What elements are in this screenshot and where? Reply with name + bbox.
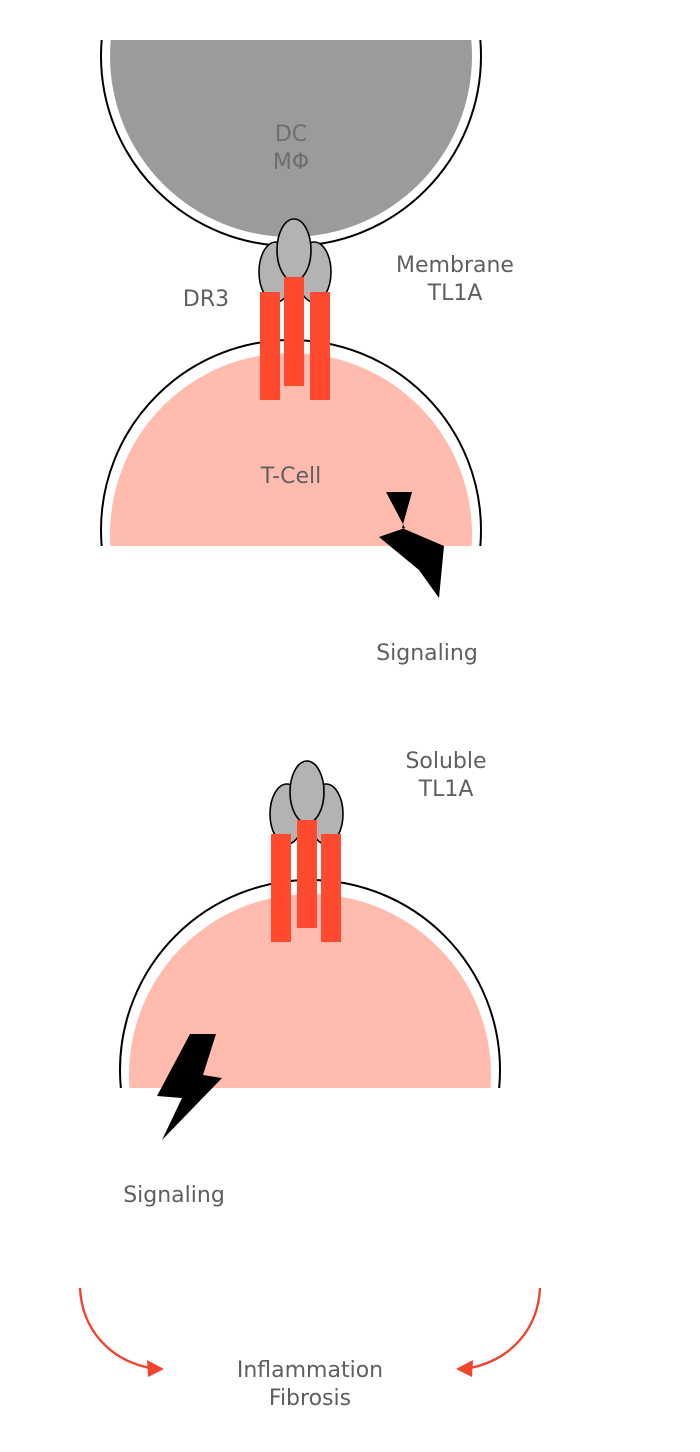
soluble-tl1a-label-line1: Soluble bbox=[405, 749, 486, 774]
dr3-chain-right bbox=[310, 292, 330, 400]
soluble-tl1a-trimer bbox=[269, 760, 344, 845]
soluble-tl1a-subunit-center bbox=[289, 760, 325, 824]
curved-arrow-icon bbox=[469, 1287, 542, 1370]
dr3-receptor-group-1 bbox=[260, 277, 330, 400]
dr3-receptor-group-2 bbox=[271, 820, 341, 942]
dc-label-line1: DC bbox=[275, 122, 307, 147]
membrane-tl1a-label-line2: TL1A bbox=[427, 281, 483, 306]
t-cell-2-body bbox=[129, 894, 491, 1088]
outcome-label-line2: Fibrosis bbox=[269, 1386, 351, 1411]
soluble-tl1a-label-line2: TL1A bbox=[418, 777, 474, 802]
tl1a-subunit-center bbox=[276, 218, 312, 282]
dr3-2-chain-left bbox=[271, 834, 291, 942]
lightning-bolt-icon bbox=[157, 1034, 222, 1140]
dc-body bbox=[110, 40, 472, 237]
curved-arrow-icon bbox=[78, 1287, 151, 1370]
dc-label-line2: MΦ bbox=[273, 150, 309, 175]
outcome-label-line1: Inflammation bbox=[237, 1358, 383, 1383]
dr3-chain-center bbox=[284, 277, 304, 386]
signaling-label-1: Signaling bbox=[376, 641, 478, 666]
membrane-tl1a-label-line1: Membrane bbox=[396, 253, 514, 278]
curved-arrow-left bbox=[78, 1287, 164, 1377]
arrowhead-left bbox=[147, 1360, 164, 1377]
dr3-2-chain-right bbox=[321, 834, 341, 942]
dr3-2-chain-center bbox=[297, 820, 317, 928]
curved-arrow-right bbox=[456, 1287, 542, 1377]
arrowhead-right bbox=[456, 1360, 473, 1377]
dr3-chain-left bbox=[260, 292, 280, 400]
dr3-label: DR3 bbox=[183, 287, 229, 312]
signaling-label-2: Signaling bbox=[123, 1183, 225, 1208]
t-cell-label: T-Cell bbox=[260, 464, 321, 489]
t-cell-1-body bbox=[110, 353, 472, 546]
lightning-bolt-icon bbox=[379, 492, 444, 598]
